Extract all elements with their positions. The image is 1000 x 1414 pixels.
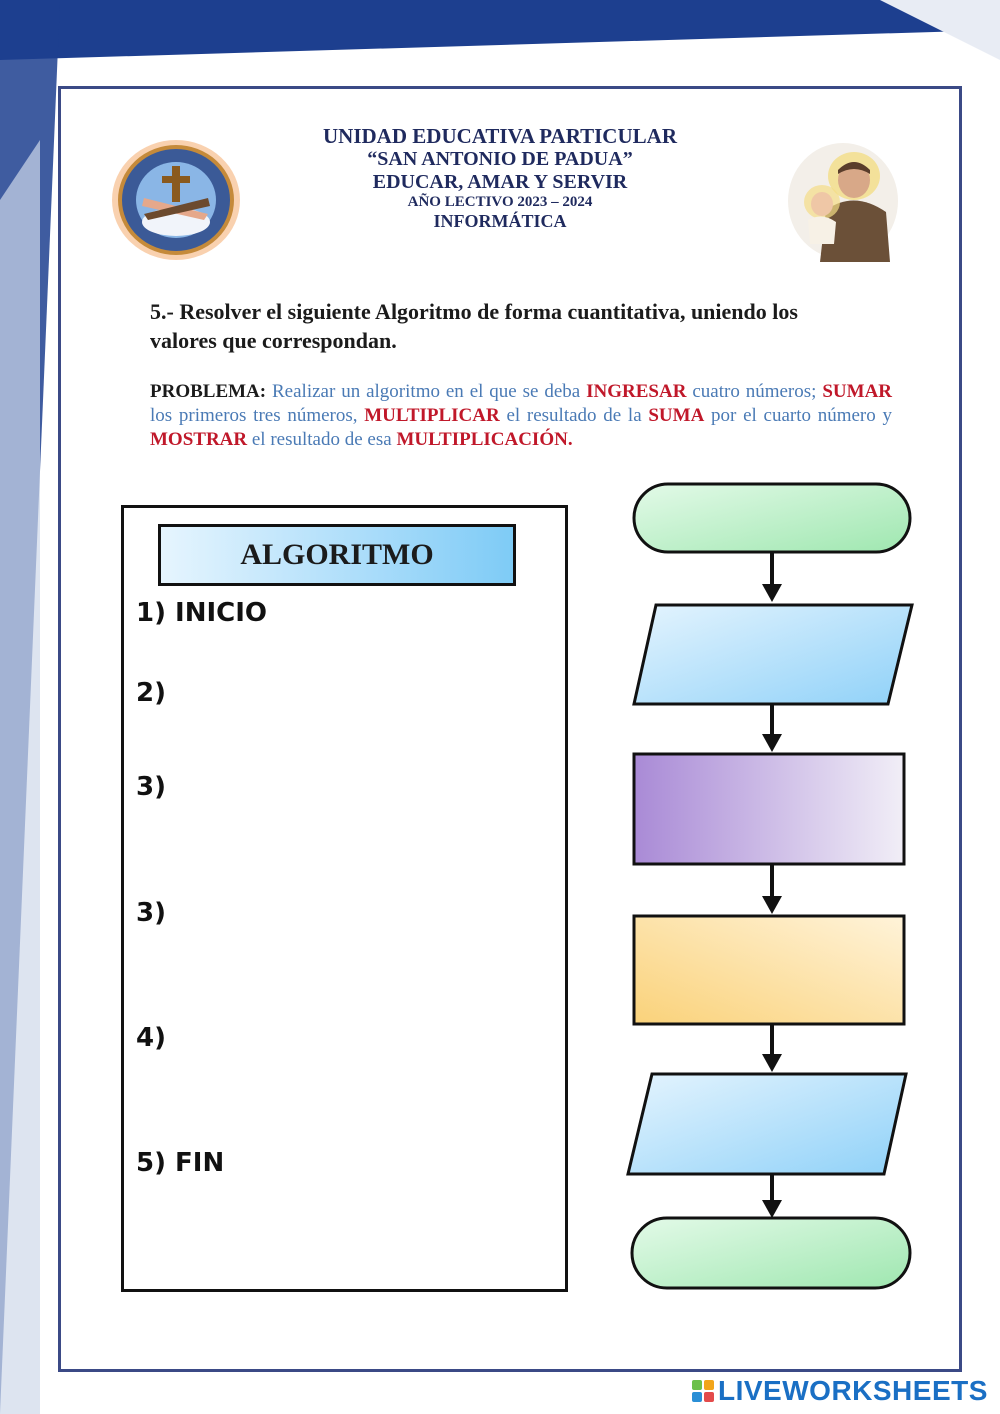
process-box-sum[interactable] [632, 752, 906, 866]
keyword-suma: SUMA [648, 405, 705, 427]
school-header: UNIDAD EDUCATIVA PARTICULAR “SAN ANTONIO… [272, 118, 728, 236]
algorithm-box [121, 505, 568, 1292]
arrow-head [762, 734, 782, 752]
algorithm-title: ALGORITMO [158, 524, 516, 586]
problem-text: el resultado de la [499, 405, 649, 427]
output-parallelogram[interactable] [626, 1072, 908, 1176]
problem-text: los primeros tres números, [150, 405, 365, 427]
step-1: 1) INICIO [136, 598, 267, 628]
keyword-multiplicacion: MULTIPLICACIÓN. [396, 429, 573, 451]
keyword-ingresar: INGRESAR [586, 381, 687, 402]
saint-image [788, 143, 898, 262]
keyword-mostrar: MOSTRAR [150, 429, 248, 451]
arrow-head [762, 584, 782, 602]
problem-label: PROBLEMA: [150, 381, 267, 402]
end-terminal[interactable] [630, 1216, 912, 1290]
liveworksheets-logo-icon [692, 1380, 714, 1402]
subject-title: INFORMÁTICA [433, 211, 567, 232]
flowchart [626, 482, 914, 1290]
liveworksheets-watermark: LIVEWORKSHEETS [692, 1374, 988, 1408]
step-4: 4) [136, 1023, 166, 1053]
process-box-multiply[interactable] [632, 914, 906, 1026]
problem-statement: PROBLEMA: Realizar un algoritmo en el qu… [150, 380, 892, 452]
problem-text: por el cuarto número y [704, 405, 892, 427]
start-terminal[interactable] [632, 482, 912, 554]
problem-text: el resultado de esa [247, 429, 397, 451]
arrow-head [762, 896, 782, 914]
watermark-text: LIVEWORKSHEETS [718, 1375, 988, 1406]
school-title: UNIDAD EDUCATIVA PARTICULAR [323, 124, 677, 148]
keyword-sumar: SUMAR [822, 381, 893, 402]
step-5: 5) FIN [136, 1148, 225, 1178]
arrow-head [762, 1054, 782, 1072]
arrow-head [762, 1200, 782, 1218]
school-year: AÑO LECTIVO 2023 – 2024 [407, 194, 593, 211]
keyword-multiplicar: MULTIPLICAR [364, 405, 500, 427]
problem-text: Realizar un algoritmo en el que se deba [266, 381, 587, 402]
step-3: 3) [136, 772, 166, 802]
school-name: “SAN ANTONIO DE PADUA” [367, 148, 633, 171]
task-instruction: 5.- Resolver el siguiente Algoritmo de f… [150, 299, 798, 353]
school-motto: EDUCAR, AMAR Y SERVIR [372, 171, 628, 194]
problem-text: cuatro números; [686, 381, 823, 402]
step-2: 2) [136, 678, 166, 708]
school-logo [112, 140, 240, 260]
step-3b: 3) [136, 898, 166, 928]
input-parallelogram[interactable] [632, 603, 914, 706]
